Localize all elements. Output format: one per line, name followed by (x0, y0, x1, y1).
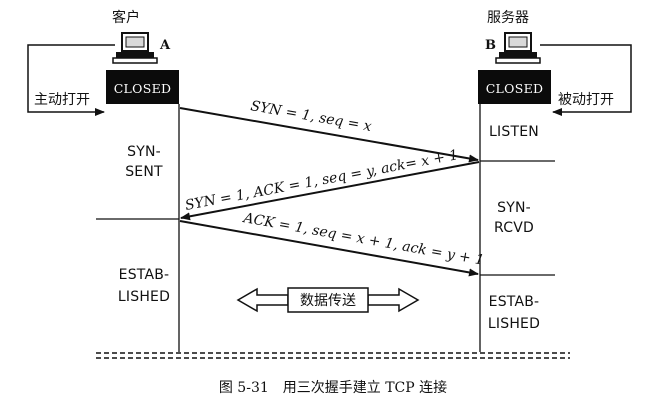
client-state-syn-sent-1: SYN- (127, 144, 161, 160)
figure-caption: 图 5-31 用三次握手建立 TCP 连接 (219, 379, 447, 396)
client-host-label: A (159, 38, 171, 53)
server-closed-label: CLOSED (486, 81, 544, 96)
server-closed-state: CLOSED (478, 70, 551, 104)
client-title: 客户 (112, 9, 140, 26)
server-state-established-1: ESTAB- (489, 294, 540, 310)
server-state-syn-rcvd-2: RCVD (494, 220, 534, 236)
data-transfer-label: 数据传送 (300, 293, 356, 309)
passive-open-label: 被动打开 (558, 91, 614, 108)
syn-ack-message-label: SYN = 1, ACK = 1, seq = y, ack= x + 1 (184, 147, 460, 214)
client-state-established-2: LISHED (118, 289, 170, 305)
server-state-listen: LISTEN (489, 124, 539, 140)
passive-open-arrow (540, 44, 632, 116)
client-state-syn-sent-2: SENT (125, 164, 163, 180)
client-computer-icon (112, 32, 158, 64)
active-open-label: 主动打开 (34, 91, 90, 108)
server-computer-icon (495, 32, 541, 64)
syn-message-label: SYN = 1, seq = x (249, 98, 373, 135)
client-closed-label: CLOSED (114, 81, 172, 96)
server-state-established-2: LISHED (488, 316, 540, 332)
syn-arrow (179, 107, 479, 163)
ack-arrow (179, 220, 479, 277)
syn-ack-arrow (180, 161, 480, 221)
server-state-syn-rcvd-1: SYN- (497, 200, 531, 216)
client-state-established-1: ESTAB- (119, 267, 170, 283)
server-title: 服务器 (487, 10, 529, 26)
client-closed-state: CLOSED (106, 70, 179, 104)
server-host-label: B (485, 38, 496, 53)
data-transfer-arrow (236, 287, 420, 313)
active-open-arrow (27, 44, 115, 116)
